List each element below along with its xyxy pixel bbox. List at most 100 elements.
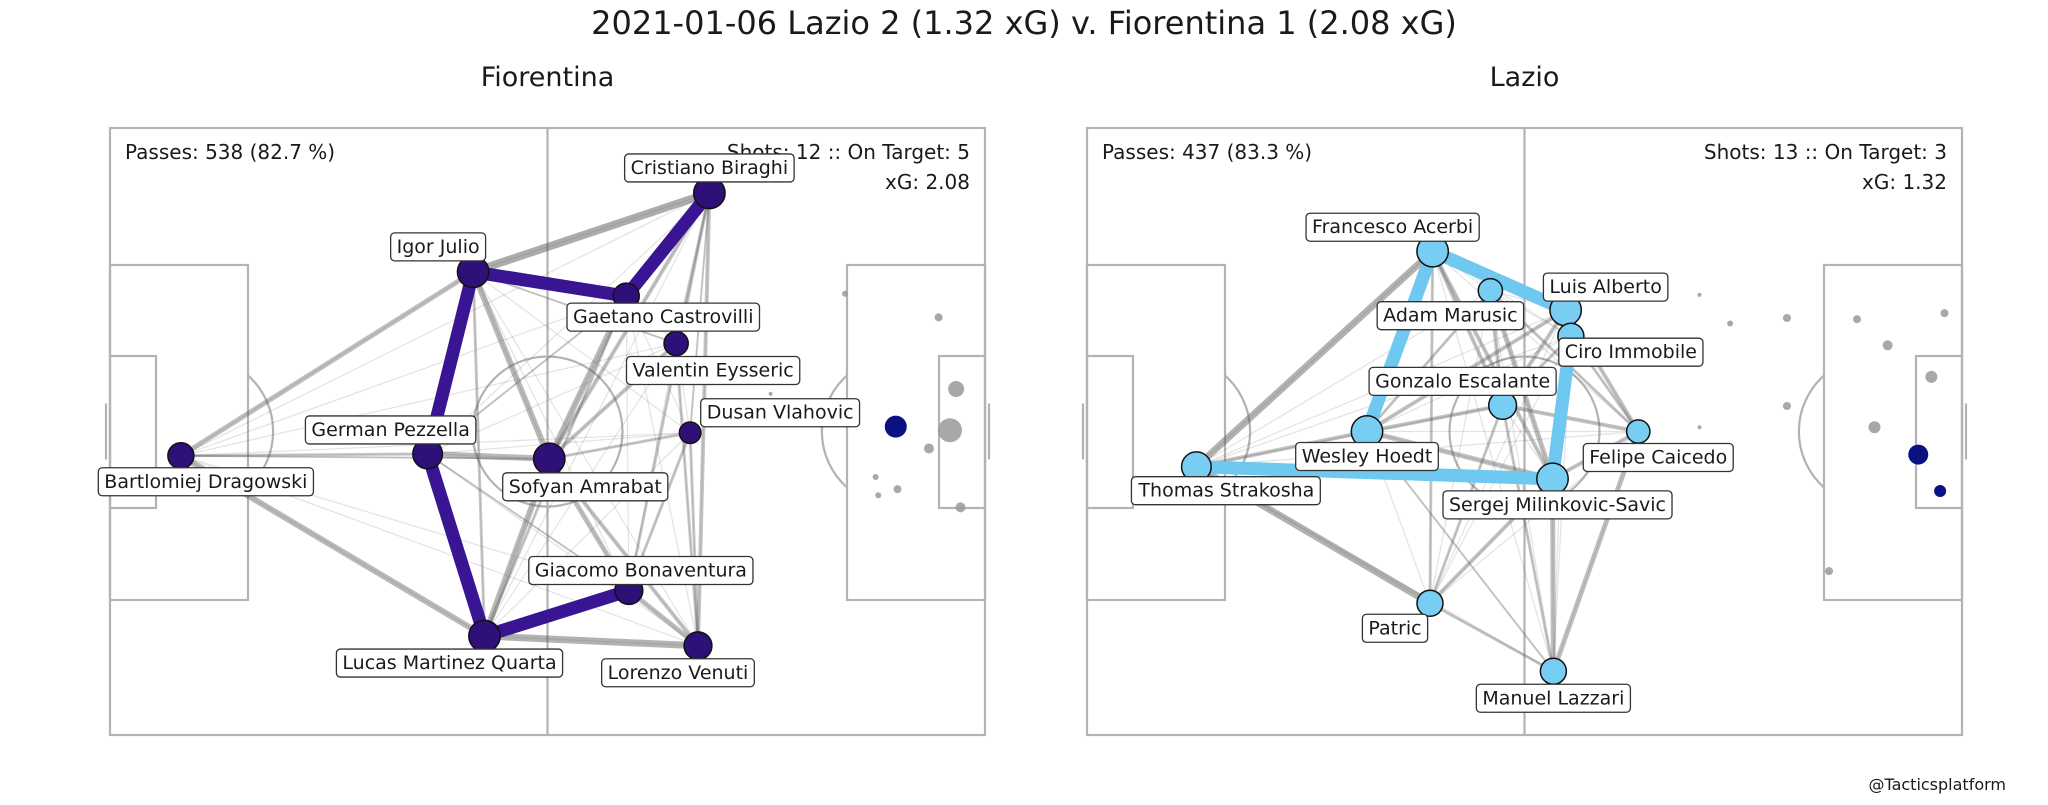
player-label-dusan-vlahovic: Dusan Vlahovic	[700, 398, 861, 428]
pass-edge	[627, 192, 711, 591]
player-label-cristiano-biraghi: Cristiano Biraghi	[623, 153, 795, 183]
shot-off-target	[1825, 567, 1833, 576]
player-label-gaetano-castrovilli: Gaetano Castrovilli	[566, 302, 761, 332]
label-box	[389, 232, 487, 262]
shot-off-target	[1727, 320, 1734, 327]
pass-edge-minor	[483, 192, 710, 637]
pass-edge-minor	[1195, 250, 1434, 468]
shot-off-target	[955, 502, 966, 513]
player-name: Manuel Lazzari	[1482, 687, 1624, 709]
player-name: Igor Julio	[397, 236, 480, 258]
shots-stat: Shots: 13 :: On Target: 3	[1704, 140, 1947, 164]
pass-edge-minor	[1196, 404, 1503, 468]
pass-edge-minor	[472, 271, 486, 637]
player-name: Wesley Hoedt	[1302, 446, 1433, 468]
label-box	[97, 467, 315, 497]
pass-edge-minor	[1502, 404, 1639, 433]
player-name: Lorenzo Venuti	[608, 662, 749, 684]
pass-edge-minor	[180, 295, 627, 457]
pass-edge-minor	[1366, 430, 1553, 480]
player-name: Gonzalo Escalante	[1375, 370, 1550, 392]
pass-edge	[1366, 429, 1554, 482]
player-label-giacomo-bonaventura: Giacomo Bonaventura	[528, 555, 754, 586]
pass-edge	[688, 432, 700, 646]
label-box	[1442, 490, 1673, 520]
shot-off-target	[875, 492, 882, 499]
player-name: Cristiano Biraghi	[631, 157, 788, 179]
player-name: Thomas Strakosha	[1137, 480, 1314, 502]
pass-edge	[1502, 403, 1639, 434]
pass-edge	[548, 431, 691, 461]
label-box	[1295, 441, 1439, 472]
player-label-thomas-strakosha: Thomas Strakosha	[1130, 476, 1321, 506]
pass-edge	[470, 270, 553, 460]
player-node-felipe-caicedo	[1625, 419, 1651, 444]
player-name: Sofyan Amrabat	[509, 476, 662, 498]
player-name: Felipe Caicedo	[1589, 447, 1727, 469]
pass-edge-minor	[180, 453, 428, 457]
label-box	[1368, 366, 1557, 397]
label-box	[1130, 476, 1321, 506]
player-label-lucas-martinez-quarta: Lucas Martinez Quarta	[335, 648, 564, 678]
shot-markers	[1697, 292, 1949, 576]
label-box	[1558, 337, 1704, 367]
player-name: Sergej Milinkovic-Savic	[1449, 494, 1666, 516]
player-name: Giacomo Bonaventura	[535, 560, 747, 582]
shot-off-target	[1853, 315, 1861, 324]
player-label-ciro-immobile: Ciro Immobile	[1558, 337, 1704, 367]
key-pass-edge	[1189, 460, 1559, 486]
pass-edge-minor	[1429, 290, 1491, 604]
player-name: Valentin Eysseric	[632, 359, 793, 381]
shot-off-target	[1925, 370, 1938, 383]
player-label-bartlomiej-dragowski: Bartlomiej Dragowski	[97, 467, 315, 497]
player-label-adam-marusic: Adam Marusic	[1376, 301, 1525, 331]
pass-edge-minor	[628, 192, 710, 591]
key-pass-edge	[619, 186, 716, 303]
shot-off-target	[924, 443, 934, 454]
label-box	[601, 658, 755, 688]
player-name: Adam Marusic	[1383, 305, 1517, 327]
label-box	[700, 398, 861, 428]
key-pass-edge	[466, 265, 633, 303]
player-name: Ciro Immobile	[1565, 341, 1697, 363]
pass-edge-minor	[625, 296, 699, 646]
pass-edge-minor	[427, 453, 699, 647]
pass-edge	[179, 269, 475, 458]
shot-markers	[768, 290, 966, 513]
shot-on-target	[1934, 484, 1947, 497]
player-name: German Pezzella	[311, 419, 469, 441]
pitch-lines	[1081, 126, 1968, 737]
pass-edge	[471, 189, 711, 276]
key-pass-edge	[478, 584, 636, 643]
pass-edge-minor	[549, 432, 691, 460]
label-box	[623, 153, 795, 183]
shot-off-target	[1940, 309, 1949, 318]
shot-on-target	[884, 415, 907, 438]
pass-edge	[484, 632, 699, 650]
shot-off-target	[938, 418, 962, 443]
player-node-patric	[1416, 589, 1444, 618]
pass-edge-minor	[484, 635, 699, 647]
pass-edge	[1195, 429, 1368, 469]
player-label-valentin-eysseric: Valentin Eysseric	[625, 355, 801, 386]
pass-edge-minor	[1196, 430, 1368, 468]
label-box	[335, 648, 564, 678]
pass-edge-minor	[675, 343, 699, 646]
pass-edge-minor	[180, 271, 474, 457]
shot-on-target	[1908, 444, 1929, 465]
label-box	[1582, 442, 1734, 473]
panel-title: Fiorentina	[481, 62, 615, 93]
key-pass-edge	[1426, 244, 1573, 317]
player-name: Gaetano Castrovilli	[573, 306, 754, 328]
player-node-adam-marusic	[1477, 277, 1504, 304]
pass-edge-minor	[427, 432, 691, 455]
pass-edge-minor	[180, 342, 677, 457]
page-title: 2021-01-06 Lazio 2 (1.32 xG) v. Fiorenti…	[591, 4, 1457, 42]
pass-edge-minor	[1429, 602, 1554, 672]
player-label-patric: Patric	[1361, 613, 1429, 643]
player-label-sergej-milinkovic-savic: Sergej Milinkovic-Savic	[1442, 490, 1673, 520]
player-node-dusan-vlahovic	[678, 421, 702, 445]
player-label-francesco-acerbi: Francesco Acerbi	[1305, 212, 1480, 242]
